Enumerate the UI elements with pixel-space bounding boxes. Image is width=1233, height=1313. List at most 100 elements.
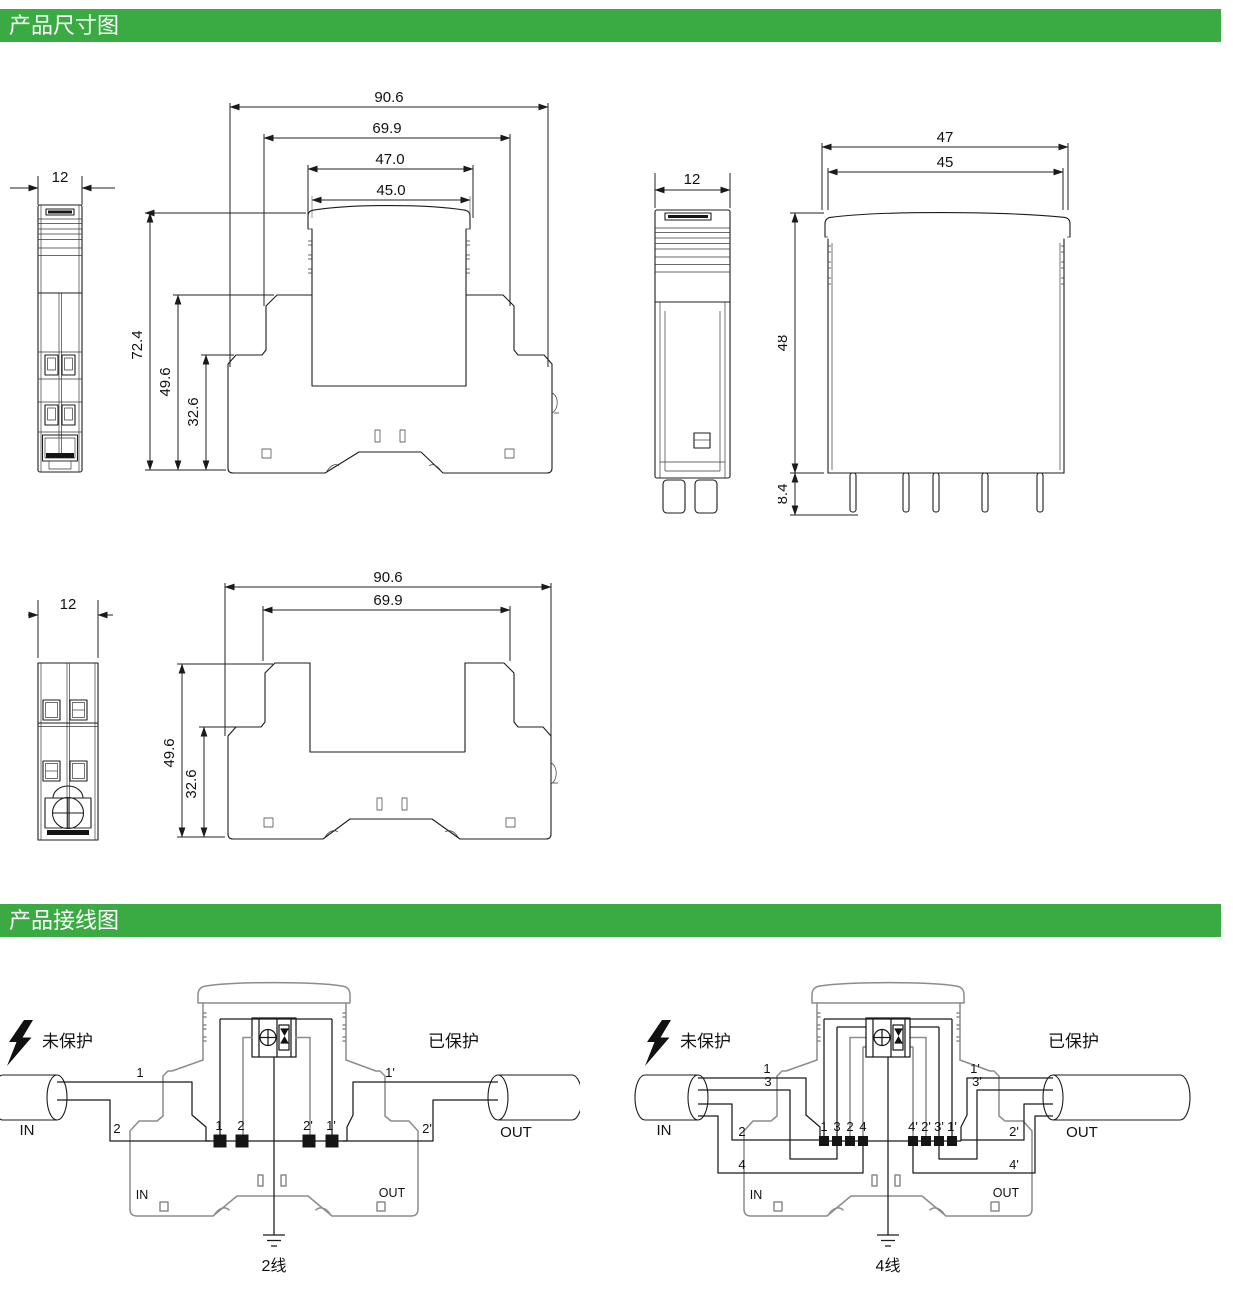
lightning-icon [7, 1020, 33, 1066]
dim-label-total-width: 90.6 [373, 569, 402, 586]
internal-wiring [219, 1018, 333, 1247]
dim-label-step-height: 32.6 [183, 769, 200, 798]
tvs-diode-symbol [278, 1024, 290, 1051]
wire-label: 2' [422, 1121, 432, 1136]
wire-label: 3' [972, 1074, 982, 1089]
terminal-label: 2' [921, 1119, 931, 1134]
ground-symbol [263, 1057, 285, 1247]
plug-outline [197, 981, 351, 1061]
terminal-label: 3' [934, 1119, 944, 1134]
in-cable [0, 1074, 68, 1121]
wire-label: 2' [1009, 1124, 1019, 1139]
dim-annotations: 90.6 69.9 47.0 45.0 72.4 49.6 32.6 [129, 89, 549, 471]
dim-label-cap-width: 47.0 [375, 151, 404, 168]
ground-symbol [877, 1057, 899, 1247]
in-cable [634, 1074, 709, 1121]
plug-outline [811, 981, 965, 1061]
dim-width-12: 12 [10, 169, 115, 205]
wire-label: 1' [970, 1061, 980, 1076]
two-wire-diagram: 未保护 已保护 IN OUT IN OUT [0, 981, 580, 1275]
protection-module [865, 1017, 911, 1058]
protected-label: 已保护 [428, 1032, 479, 1051]
in-cable-label: IN [20, 1122, 35, 1139]
dim-label-total-height: 72.4 [129, 330, 146, 359]
terminal-label: 1 [215, 1118, 222, 1133]
dim-annotations: 47 45 48 8.4 [778, 129, 1069, 516]
lightning-icon [645, 1020, 671, 1066]
out-cable-label: OUT [1066, 1124, 1098, 1141]
protection-module [251, 1017, 297, 1058]
base-outline [37, 662, 99, 841]
module-outline [824, 212, 1071, 513]
dim-label-plug-width: 45.0 [376, 182, 405, 199]
base-out-label: OUT [379, 1186, 406, 1200]
module-front-view-drawing: 47 45 48 8.4 [778, 129, 1071, 516]
terminal-label: 3 [833, 1119, 840, 1134]
section-title-dimensions: 产品尺寸图 [9, 13, 120, 38]
dim-label: 12 [684, 171, 701, 188]
section-header-wiring: 产品接线图 [0, 904, 1221, 937]
section-title-wiring: 产品接线图 [9, 908, 120, 933]
out-cable [1042, 1074, 1191, 1121]
dim-label: 12 [60, 596, 77, 613]
wire-label: 4' [1009, 1157, 1019, 1172]
module-outline [654, 209, 731, 514]
dim-label-base-height: 49.6 [157, 367, 174, 396]
dim-label: 12 [52, 169, 69, 186]
out-cable-label: OUT [500, 1124, 532, 1141]
wire-label: 1 [136, 1065, 143, 1080]
dim-label-step-height: 32.6 [185, 397, 202, 426]
unprotected-label: 未保护 [680, 1032, 731, 1051]
dim-width-12: 12 [654, 171, 731, 208]
wire-label: 4 [738, 1157, 745, 1172]
module-side-view-drawing: 12 [654, 171, 731, 514]
dim-label-pin-length: 8.4 [778, 484, 791, 505]
wire-label: 3 [764, 1074, 771, 1089]
unprotected-label: 未保护 [42, 1032, 93, 1051]
terminal-label: 1 [820, 1119, 827, 1134]
terminal-label: 2' [303, 1118, 313, 1133]
dim-label-total-height: 49.6 [161, 738, 178, 767]
base-outline [743, 1059, 1033, 1217]
dim-label-inner-width: 69.9 [372, 120, 401, 137]
external-wires: 1 2 1' 2' [57, 1065, 498, 1142]
dim-label-body-width: 45 [937, 154, 954, 171]
dim-annotations: 90.6 69.9 49.6 32.6 [161, 569, 552, 838]
terminal-label: 4' [908, 1119, 918, 1134]
device-outline [227, 205, 559, 474]
dim-label-total-width: 90.6 [374, 89, 403, 106]
assembled-side-view-drawing: 12 [10, 169, 115, 473]
terminal-row: 1 3 2 4 4' 2' 3' 1' [819, 1119, 961, 1146]
terminal-label: 2 [237, 1118, 244, 1133]
four-wire-diagram: 未保护 已保护 IN OUT IN OUT [634, 981, 1191, 1275]
diagram-caption: 2线 [262, 1257, 287, 1275]
wire-label: 2 [113, 1121, 120, 1136]
dim-width-12: 12 [28, 596, 113, 658]
wire-label: 1' [385, 1065, 395, 1080]
external-wires: 1 3 2 4 1' 3' 2' 4' [698, 1061, 1053, 1174]
base-profile-drawing: 90.6 69.9 49.6 32.6 [161, 569, 558, 840]
diagram-caption: 4线 [876, 1257, 901, 1275]
assembled-front-view-drawing: 90.6 69.9 47.0 45.0 72.4 49.6 32.6 [129, 89, 559, 474]
base-outline [227, 662, 558, 840]
dim-label-inner-width: 69.9 [373, 592, 402, 609]
internal-wiring [823, 1018, 953, 1247]
terminal-label: 1' [326, 1118, 336, 1133]
tvs-diode-symbol [892, 1024, 904, 1051]
protected-label: 已保护 [1048, 1032, 1099, 1051]
wire-label: 1 [763, 1061, 770, 1076]
base-front-view-drawing: 12 [28, 596, 113, 841]
terminal-row: 1 2 2' 1' [206, 1118, 347, 1148]
terminal-label: 2 [846, 1119, 853, 1134]
terminal-label: 4 [859, 1119, 866, 1134]
terminal-label: 1' [947, 1119, 957, 1134]
in-cable-label: IN [657, 1122, 672, 1139]
wire-label: 2 [738, 1124, 745, 1139]
base-out-label: OUT [993, 1186, 1020, 1200]
out-cable [487, 1074, 580, 1121]
base-outline [129, 1059, 419, 1217]
dim-label-cap-width: 47 [937, 129, 954, 146]
base-in-label: IN [136, 1188, 149, 1202]
section-header-dimensions: 产品尺寸图 [0, 9, 1221, 42]
